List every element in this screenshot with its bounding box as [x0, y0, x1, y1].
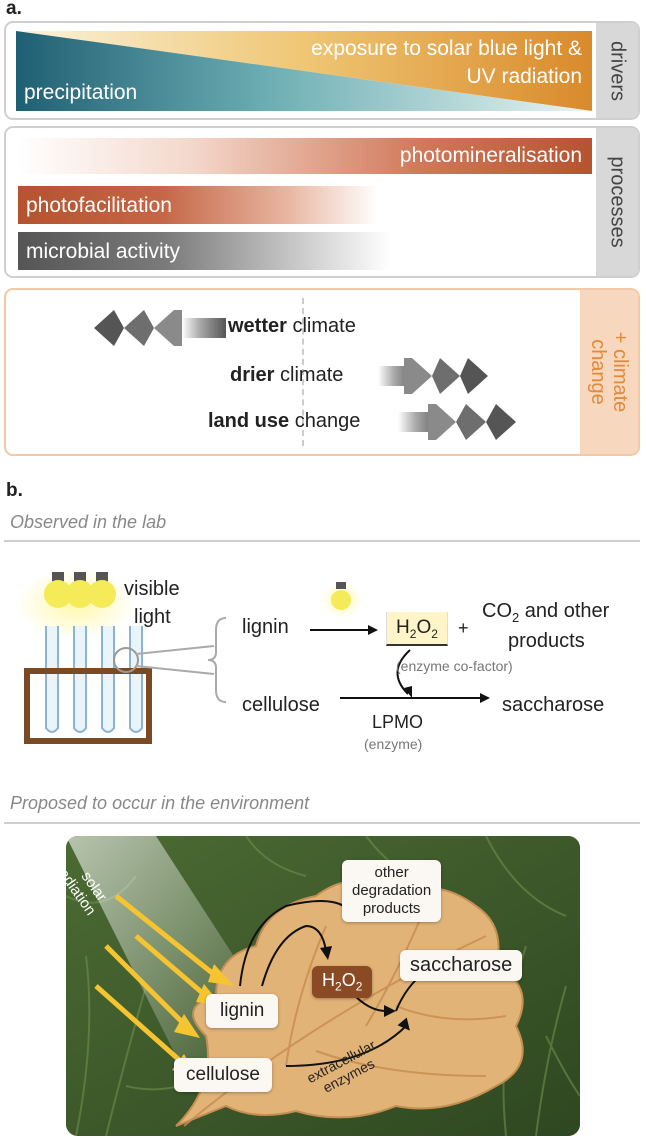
wetter-rest: climate — [286, 315, 356, 337]
land-use-change-label: land use change — [208, 410, 360, 433]
test-tube-4 — [129, 626, 143, 733]
lab-section-rule — [4, 540, 640, 542]
land-use-bold: land use — [208, 410, 290, 432]
climate-change-tab: + climate change — [580, 290, 638, 454]
photomineralisation-label: photomineralisation — [399, 144, 582, 167]
environment-section-rule — [4, 822, 640, 824]
photofacilitation-bar — [18, 186, 378, 224]
climate-change-tab-label: + climate change — [587, 332, 631, 413]
center-dashed-line — [302, 298, 304, 446]
processes-box: photomineralisation photofacilitation mi… — [4, 126, 640, 278]
microbial-activity-label: microbial activity — [26, 240, 181, 263]
lab-reaction-arrows — [310, 582, 490, 703]
env-cellulose-label: cellulose — [174, 1058, 272, 1092]
climate-change-box: wetter climate drier climate land use ch… — [4, 288, 640, 456]
co2-line2: products — [508, 630, 585, 652]
lightbulb-icon-1 — [44, 572, 72, 608]
env-h2o2-label: H2O2 — [312, 966, 373, 998]
land-use-arrows — [398, 404, 516, 440]
wetter-chevron-2 — [124, 310, 154, 346]
test-tube-2 — [73, 626, 87, 733]
drier-climate-label: drier climate — [230, 364, 343, 387]
env-saccharose-label: saccharose — [400, 950, 523, 981]
land-use-chevron-3 — [486, 404, 516, 440]
lightbulb-icon-3 — [88, 572, 116, 608]
drier-arrows — [378, 358, 488, 394]
visible-light-line2: light — [134, 606, 171, 628]
lab-h2o2-formula: H2O2 — [396, 617, 438, 641]
panel-b-label: b. — [6, 480, 23, 501]
climate-tab-line1: + climate — [609, 331, 631, 413]
land-use-chevron-2 — [456, 404, 486, 440]
climate-tab-line2: change — [587, 339, 609, 405]
exposure-label-line2: UV radiation — [466, 65, 582, 88]
lab-h2o2-box: H2O2 — [386, 612, 448, 646]
land-use-chevron-1 — [428, 404, 456, 440]
test-tube-3 — [101, 626, 115, 733]
processes-tab: processes — [596, 128, 638, 276]
enzyme-label: (enzyme) — [364, 736, 423, 752]
wetter-chevron-1 — [154, 310, 182, 346]
processes-tab-label: processes — [606, 156, 629, 248]
panel-a-label: a. — [6, 0, 22, 19]
test-tube-1 — [45, 626, 59, 733]
small-lightbulb-icon — [322, 582, 362, 618]
env-lignin-label: lignin — [206, 994, 279, 1028]
lightbulb-icon-2 — [66, 572, 94, 608]
lab-cellulose-label: cellulose — [242, 694, 320, 716]
lab-plus-sign: + — [458, 618, 469, 638]
precipitation-wedge — [16, 31, 592, 111]
lab-saccharose-label: saccharose — [502, 694, 605, 716]
drivers-tab-label: drivers — [606, 40, 629, 101]
lab-lignin-label: lignin — [242, 616, 289, 638]
drivers-tab: drivers — [596, 23, 638, 118]
wetter-climate-label: wetter climate — [228, 315, 356, 338]
drivers-box: precipitation exposure to solar blue lig… — [4, 21, 640, 120]
land-use-rest: change — [289, 410, 361, 432]
enzyme-cofactor-label: (enzyme co-factor) — [396, 658, 513, 674]
wetter-arrows — [94, 310, 226, 346]
drier-chevron-2 — [432, 358, 460, 394]
other-degradation-products-label: other degradation products — [342, 860, 442, 922]
photomineralisation-bar — [18, 138, 592, 174]
lab-section-title: Observed in the lab — [10, 512, 167, 532]
drier-bold: drier — [230, 364, 275, 386]
wetter-chevron-3 — [94, 310, 124, 346]
curly-brace — [207, 617, 227, 703]
exposure-label-line1: exposure to solar blue light & — [311, 37, 582, 60]
precipitation-label: precipitation — [24, 81, 138, 104]
wetter-bold: wetter — [228, 315, 287, 337]
photofacilitation-label: photofacilitation — [26, 194, 172, 217]
drier-chevron-1 — [404, 358, 432, 394]
visible-light-line1: visible — [124, 578, 180, 600]
microbial-activity-bar — [18, 232, 390, 270]
drier-rest: climate — [274, 364, 344, 386]
drier-chevron-3 — [460, 358, 488, 394]
drivers-gradient-triangles — [16, 31, 592, 111]
environment-section-title: Proposed to occur in the environment — [10, 793, 310, 813]
tube-rack — [24, 668, 152, 744]
lab-illustration — [16, 568, 227, 744]
lpmo-label: LPMO — [372, 712, 424, 732]
zoom-circle — [113, 647, 139, 673]
co2-line1: CO2 and other — [482, 600, 610, 625]
leaf-scene: solar radiation other degradation produc… — [66, 836, 580, 1136]
